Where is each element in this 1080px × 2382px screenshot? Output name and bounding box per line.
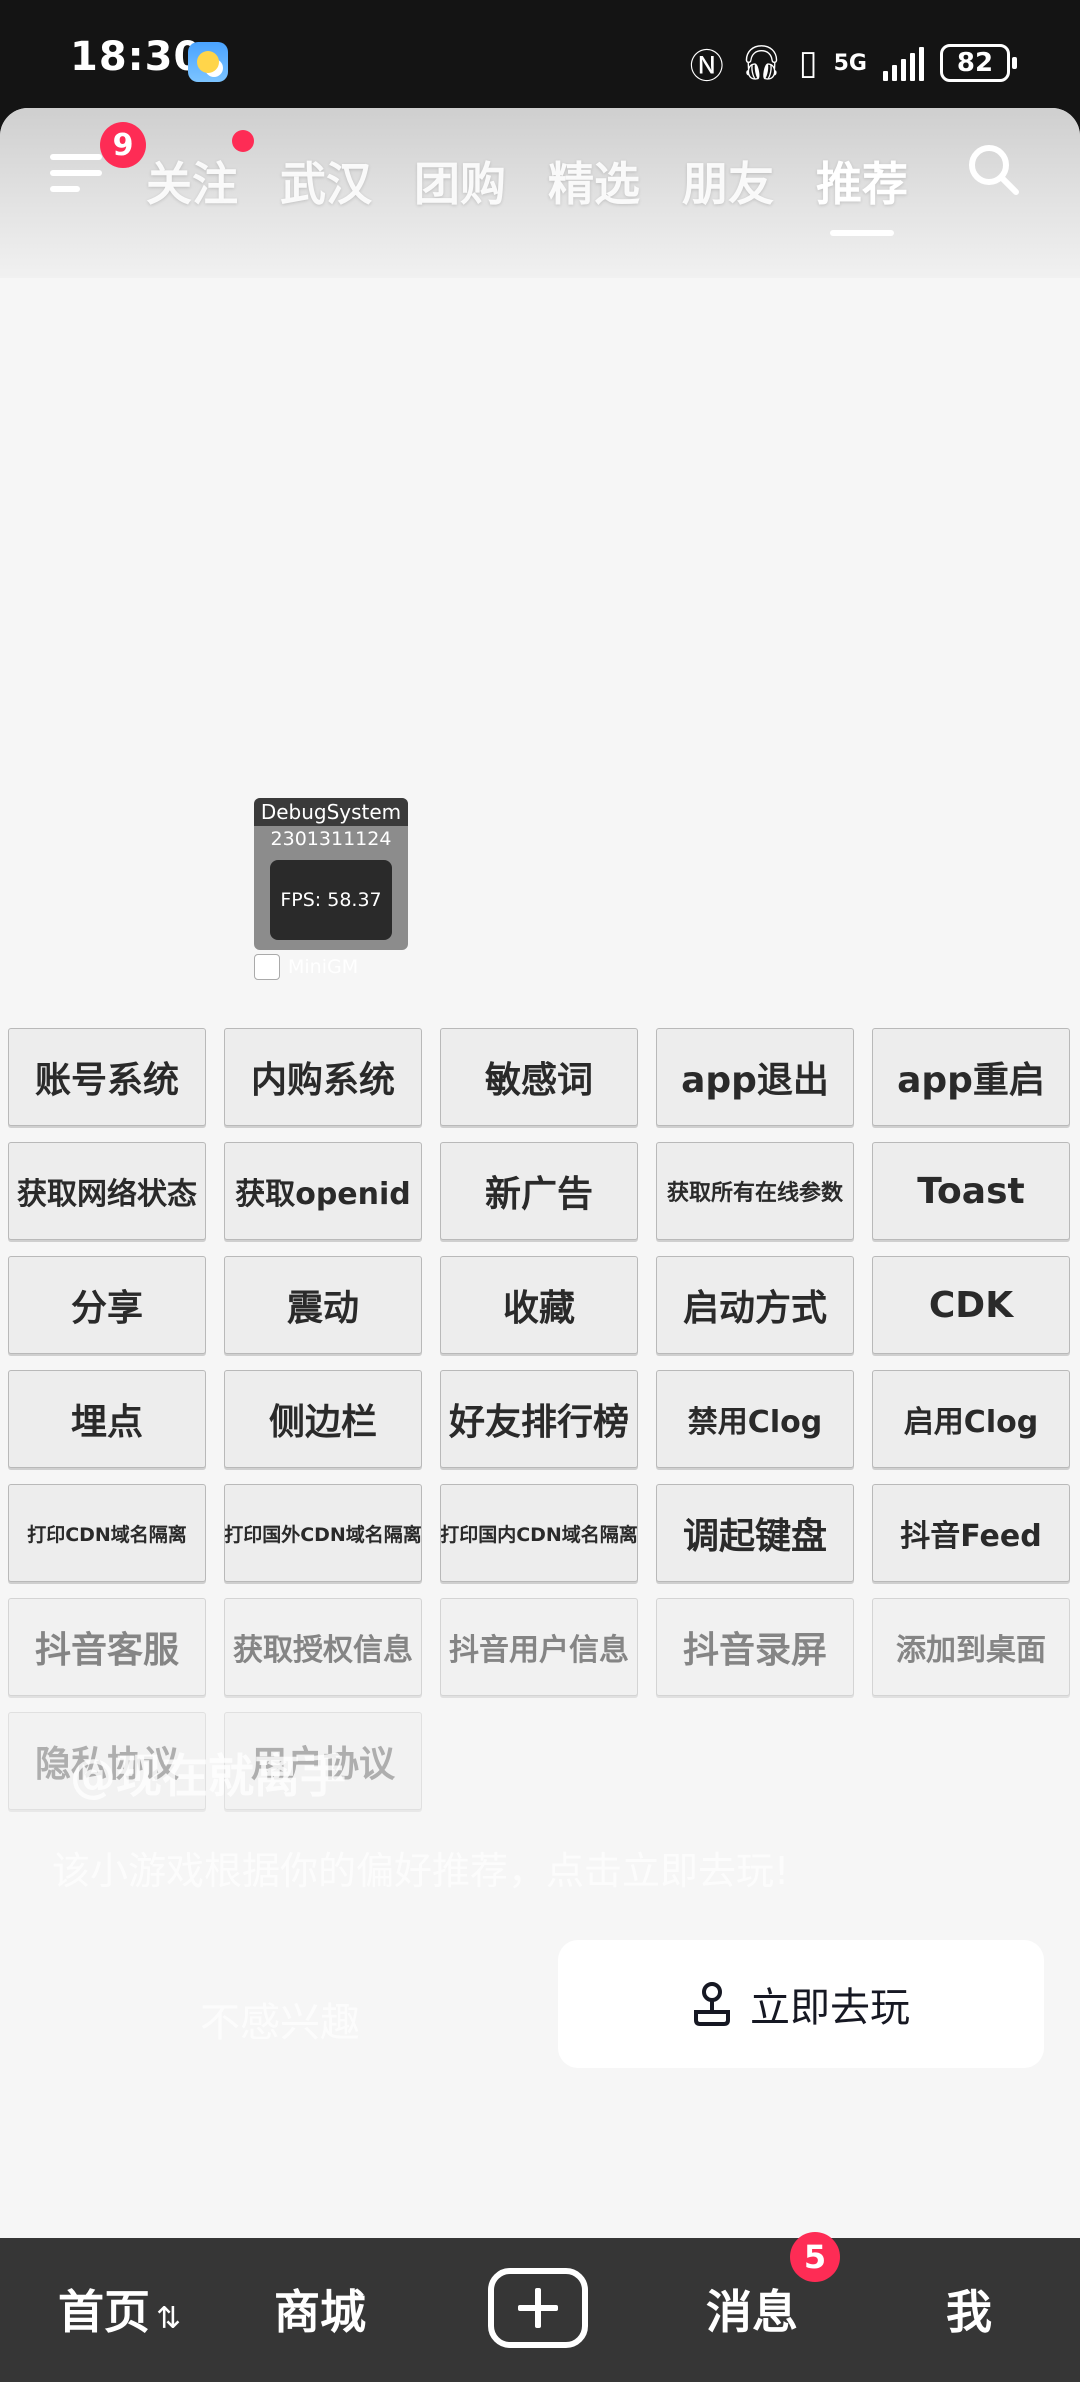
gm-button-add-to-desktop[interactable]: 添加到桌面	[872, 1598, 1070, 1696]
gm-button-new-ad[interactable]: 新广告	[440, 1142, 638, 1240]
gm-button-vibrate[interactable]: 震动	[224, 1256, 422, 1354]
tab-home-label: 首页	[58, 2285, 150, 2339]
gm-button-sensitive-words[interactable]: 敏感词	[440, 1028, 638, 1126]
tab-group-buy[interactable]: 团购	[414, 157, 506, 211]
tab-recommend[interactable]: 推荐	[816, 148, 908, 236]
status-icons: Ⓝ 🎧︎ ▯ 5G 82	[689, 38, 1017, 88]
gm-button-open-keyboard[interactable]: 调起键盘	[656, 1484, 854, 1582]
menu-badge: 9	[100, 122, 146, 168]
menu-icon[interactable]	[50, 154, 102, 200]
signal-icon	[883, 45, 924, 81]
network-type: 5G	[833, 50, 867, 76]
gm-button-screen-record[interactable]: 抖音录屏	[656, 1598, 854, 1696]
app-screen: 9 关注 武汉 团购 精选 朋友 推荐 DebugSystem 23013111…	[0, 108, 1080, 2238]
joystick-icon	[694, 1982, 730, 2026]
gm-button-online-params[interactable]: 获取所有在线参数	[656, 1142, 854, 1240]
messages-badge: 5	[790, 2232, 840, 2282]
footer-faint-text	[400, 2158, 700, 2188]
tab-friends[interactable]: 朋友	[682, 157, 774, 211]
tab-featured[interactable]: 精选	[548, 157, 640, 211]
gm-button-favorite[interactable]: 收藏	[440, 1256, 638, 1354]
gm-button-get-openid[interactable]: 获取openid	[224, 1142, 422, 1240]
tab-mall[interactable]: 商城	[274, 2285, 366, 2339]
debug-title: DebugSystem	[254, 798, 408, 826]
tab-messages[interactable]: 消息	[706, 2285, 798, 2339]
create-plus-icon[interactable]	[488, 2268, 588, 2348]
play-now-label: 立即去玩	[750, 1985, 910, 2031]
nav-tabs: 关注 武汉 团购 精选 朋友 推荐	[146, 148, 908, 236]
gm-button-print-domestic-cdn[interactable]: 打印国内CDN域名隔离	[440, 1484, 638, 1582]
nfc-icon: Ⓝ	[689, 46, 724, 87]
gm-button-print-cdn[interactable]: 打印CDN域名隔离	[8, 1484, 206, 1582]
status-time: 18:30	[70, 34, 203, 80]
gm-button-iap-system[interactable]: 内购系统	[224, 1028, 422, 1126]
game-recommendation-text: 该小游戏根据你的偏好推荐，点击立即去玩!	[52, 1849, 790, 1893]
mini-gm-checkbox[interactable]	[254, 954, 280, 980]
gm-button-user-agreement[interactable]: 用户协议	[224, 1712, 422, 1810]
gm-button-network-status[interactable]: 获取网络状态	[8, 1142, 206, 1240]
gm-button-disable-clog[interactable]: 禁用Clog	[656, 1370, 854, 1468]
swap-icon: ⇅	[156, 2301, 182, 2336]
gm-button-customer-service[interactable]: 抖音客服	[8, 1598, 206, 1696]
gm-button-toast[interactable]: Toast	[872, 1142, 1070, 1240]
tab-local[interactable]: 武汉	[280, 157, 372, 211]
gm-button-sidebar[interactable]: 侧边栏	[224, 1370, 422, 1468]
gm-button-share[interactable]: 分享	[8, 1256, 206, 1354]
fps-readout: FPS: 58.37	[270, 860, 392, 940]
not-interested-button[interactable]: 不感兴趣	[200, 2000, 360, 2046]
gm-button-launch-mode[interactable]: 启动方式	[656, 1256, 854, 1354]
gm-button-account-system[interactable]: 账号系统	[8, 1028, 206, 1126]
status-bar: 18:30 Ⓝ 🎧︎ ▯ 5G 82	[0, 0, 1080, 110]
gm-button-grid: 账号系统 内购系统 敏感词 app退出 app重启 获取网络状态 获取openi…	[8, 1028, 1070, 1810]
tab-me[interactable]: 我	[946, 2285, 992, 2339]
gm-button-cdk[interactable]: CDK	[872, 1256, 1070, 1354]
battery-indicator: 82	[940, 44, 1017, 82]
gm-button-auth-info[interactable]: 获取授权信息	[224, 1598, 422, 1696]
play-now-button[interactable]: 立即去玩	[558, 1940, 1044, 2068]
gm-button-douyin-feed[interactable]: 抖音Feed	[872, 1484, 1070, 1582]
top-nav: 9 关注 武汉 团购 精选 朋友 推荐	[0, 108, 1080, 278]
gm-button-tracking[interactable]: 埋点	[8, 1370, 206, 1468]
debug-panel[interactable]: DebugSystem 2301311124 FPS: 58.37 MiniGM	[254, 798, 408, 980]
gm-button-print-foreign-cdn[interactable]: 打印国外CDN域名隔离	[224, 1484, 422, 1582]
gm-button-enable-clog[interactable]: 启用Clog	[872, 1370, 1070, 1468]
tab-follow[interactable]: 关注	[146, 157, 238, 211]
headphones-icon: 🎧︎	[739, 43, 783, 83]
gm-button-privacy-policy[interactable]: 隐私协议	[8, 1712, 206, 1810]
gm-button-app-restart[interactable]: app重启	[872, 1028, 1070, 1126]
game-author[interactable]: @现在就离手	[70, 1749, 346, 1803]
gm-button-app-exit[interactable]: app退出	[656, 1028, 854, 1126]
gm-button-friend-ranking[interactable]: 好友排行榜	[440, 1370, 638, 1468]
gm-button-user-info[interactable]: 抖音用户信息	[440, 1598, 638, 1696]
mini-gm-toggle[interactable]: MiniGM	[254, 952, 408, 982]
follow-notification-dot	[232, 130, 254, 152]
tab-home[interactable]: 首页⇅	[58, 2276, 181, 2342]
search-icon[interactable]	[966, 142, 1020, 196]
debug-id: 2301311124	[270, 828, 392, 850]
bottom-tab-bar: 首页⇅ 商城 消息 5 我	[0, 2232, 1080, 2382]
weather-icon	[188, 42, 228, 82]
mini-gm-label: MiniGM	[288, 956, 359, 978]
vibrate-icon: ▯	[798, 43, 818, 83]
